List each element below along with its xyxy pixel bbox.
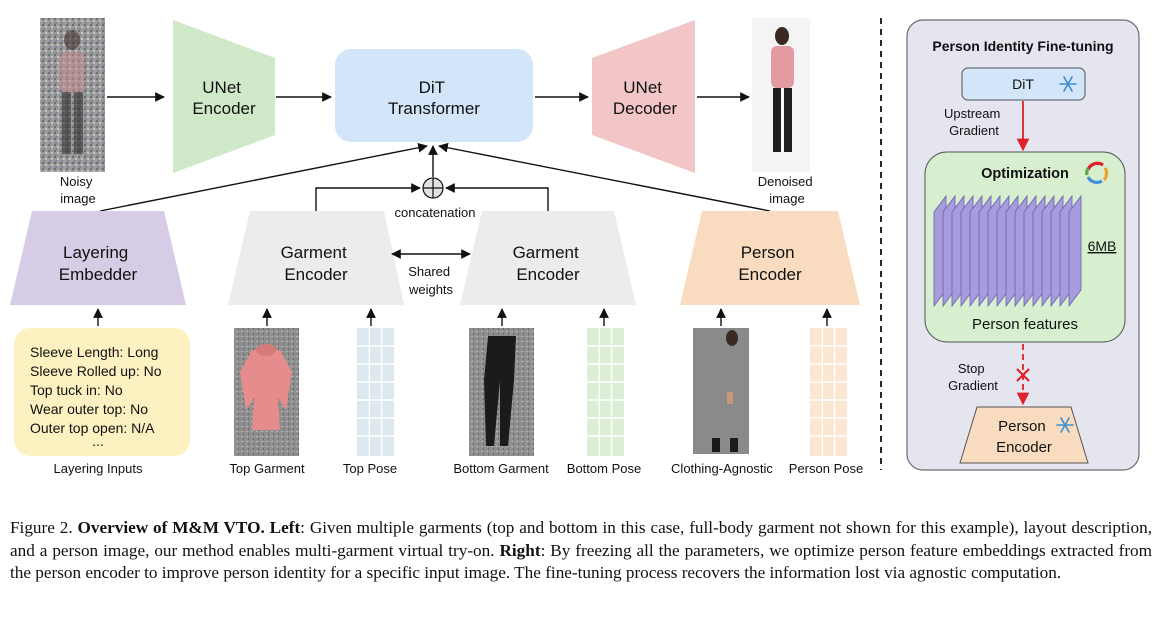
- person-feature-slabs: [933, 194, 1082, 308]
- bottom-pose-grid: [587, 328, 624, 456]
- dit-transformer-label: DiT Transformer: [388, 78, 480, 118]
- caption-left-text: : Given multiple garments (top and botto…: [10, 518, 1152, 560]
- label-person-pose: Person Pose: [789, 461, 863, 476]
- layering-embedder-label: Layering Embedder: [59, 243, 138, 284]
- upstream-gradient-label: Upstream Gradient: [944, 106, 1004, 138]
- person-pose-grid: [810, 328, 847, 456]
- top-pose-grid: [357, 328, 394, 456]
- label-top-garment: Top Garment: [229, 461, 305, 476]
- unet-encoder-block: [173, 20, 275, 173]
- architecture-diagram: Noisy image UNet Encoder DiT Transformer…: [10, 18, 1140, 476]
- feature-size-label: 6MB: [1088, 238, 1117, 254]
- denoised-image: [752, 18, 810, 172]
- garment-encoder-top-label: Garment Encoder: [281, 243, 352, 284]
- noisy-image-label: Noisy image: [60, 174, 96, 206]
- garment-encoder-top-block: [228, 211, 404, 305]
- person-encoder-block: [680, 211, 860, 305]
- person-features-label: Person features: [972, 316, 1078, 333]
- unet-decoder-label: UNet Decoder: [613, 78, 678, 118]
- denoised-image-label: Denoised image: [758, 174, 817, 206]
- label-layering-inputs: Layering Inputs: [54, 461, 143, 476]
- dit-transformer-block: [335, 49, 533, 142]
- top-garment-image: [234, 328, 299, 456]
- caption-right-text: : By freezing all the parameters, we opt…: [10, 540, 1153, 583]
- unet-encoder-label: UNet Encoder: [192, 78, 256, 118]
- arrow-top-garment-to-concat: [315, 183, 421, 211]
- person-encoder-label: Person Encoder: [738, 243, 802, 284]
- shared-weights-label: Shared weights: [408, 264, 454, 297]
- arrow-person-to-dit: [438, 142, 771, 212]
- snowflake-icon: [1059, 76, 1077, 92]
- optimization-label: Optimization: [981, 166, 1069, 182]
- arrow-layering-to-dit: [99, 142, 428, 212]
- label-top-pose: Top Pose: [343, 461, 397, 476]
- concatenation-label: concatenation: [395, 205, 476, 220]
- refresh-cycle-icon: [1085, 161, 1109, 184]
- clothing-agnostic-image: [690, 326, 752, 456]
- caption-left-heading: Left: [269, 518, 301, 537]
- caption-figure-label: Figure 2.: [10, 518, 73, 537]
- snowflake-icon: [1056, 417, 1074, 433]
- frozen-dit-block: [961, 67, 1086, 101]
- layering-inputs-text: Sleeve Length: Long Sleeve Rolled up: No…: [30, 344, 165, 449]
- unet-decoder-block: [592, 20, 695, 173]
- caption-title: Overview of M&M VTO.: [77, 518, 265, 537]
- layering-embedder-block: [10, 211, 186, 305]
- stop-cross-icon: [1016, 368, 1030, 382]
- garment-encoder-bottom-label: Garment Encoder: [513, 243, 584, 284]
- concatenation-node: [422, 177, 444, 199]
- figure-caption: Figure 2. Overview of M&M VTO. Left: Giv…: [10, 517, 1152, 585]
- fine-tuning-title: Person Identity Fine-tuning: [932, 38, 1113, 54]
- caption-right-heading: Right: [499, 540, 541, 560]
- label-clothing-agnostic: Clothing-Agnostic: [671, 461, 773, 476]
- frozen-person-encoder-block: [959, 406, 1089, 464]
- frozen-person-encoder-label: Person Encoder: [996, 418, 1052, 456]
- arrow-bottom-garment-to-concat: [445, 183, 549, 211]
- bottom-garment-image: [469, 328, 534, 456]
- label-bottom-garment: Bottom Garment: [453, 461, 549, 476]
- stop-gradient-label: Stop Gradient: [948, 361, 998, 393]
- frozen-dit-label: DiT: [1012, 76, 1034, 92]
- garment-encoder-bottom-block: [460, 211, 636, 305]
- noisy-image: [40, 18, 105, 172]
- layering-inputs-box: [14, 328, 190, 456]
- label-bottom-pose: Bottom Pose: [567, 461, 641, 476]
